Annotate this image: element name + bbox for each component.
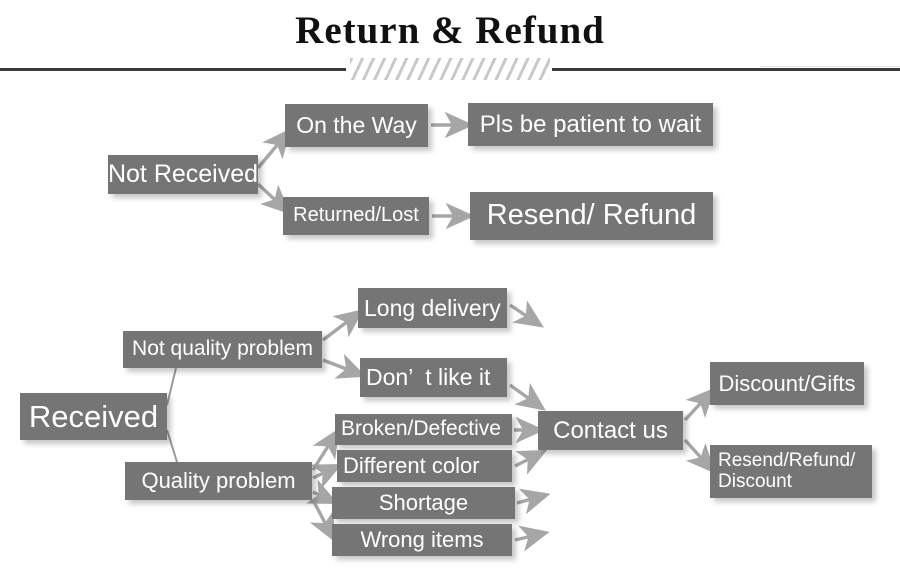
node-on-the-way[interactable]: On the Way <box>285 104 428 147</box>
node-not-quality-problem[interactable]: Not quality problem <box>123 331 322 368</box>
node-discount-gifts[interactable]: Discount/Gifts <box>710 362 864 405</box>
node-pls-be-patient-to-wait[interactable]: Pls be patient to wait <box>468 103 713 146</box>
node-not-received[interactable]: Not Received <box>108 155 258 194</box>
page-title: Return & Refund <box>295 9 605 52</box>
node-shortage[interactable]: Shortage <box>332 487 515 519</box>
node-resend-refund[interactable]: Resend/ Refund <box>470 192 713 240</box>
node-quality-problem[interactable]: Quality problem <box>125 462 312 500</box>
node-different-color[interactable]: Different color <box>337 450 512 482</box>
node-contact-us[interactable]: Contact us <box>538 411 683 450</box>
divider-line-left <box>0 68 346 71</box>
divider-line-faint <box>760 66 900 67</box>
node-dont-like-it[interactable]: Don’ t like it <box>360 358 507 397</box>
node-wrong-items[interactable]: Wrong items <box>332 524 512 556</box>
divider-line-right <box>552 68 900 71</box>
node-resend-refund-discount[interactable]: Resend/Refund/ Discount <box>710 445 872 498</box>
node-long-delivery[interactable]: Long delivery <box>358 288 507 328</box>
node-returned-lost[interactable]: Returned/Lost <box>283 197 429 235</box>
node-broken-defective[interactable]: Broken/Defective <box>335 414 512 445</box>
node-received[interactable]: Received <box>20 393 167 440</box>
diagonal-hatch-ornament-icon <box>350 58 550 80</box>
